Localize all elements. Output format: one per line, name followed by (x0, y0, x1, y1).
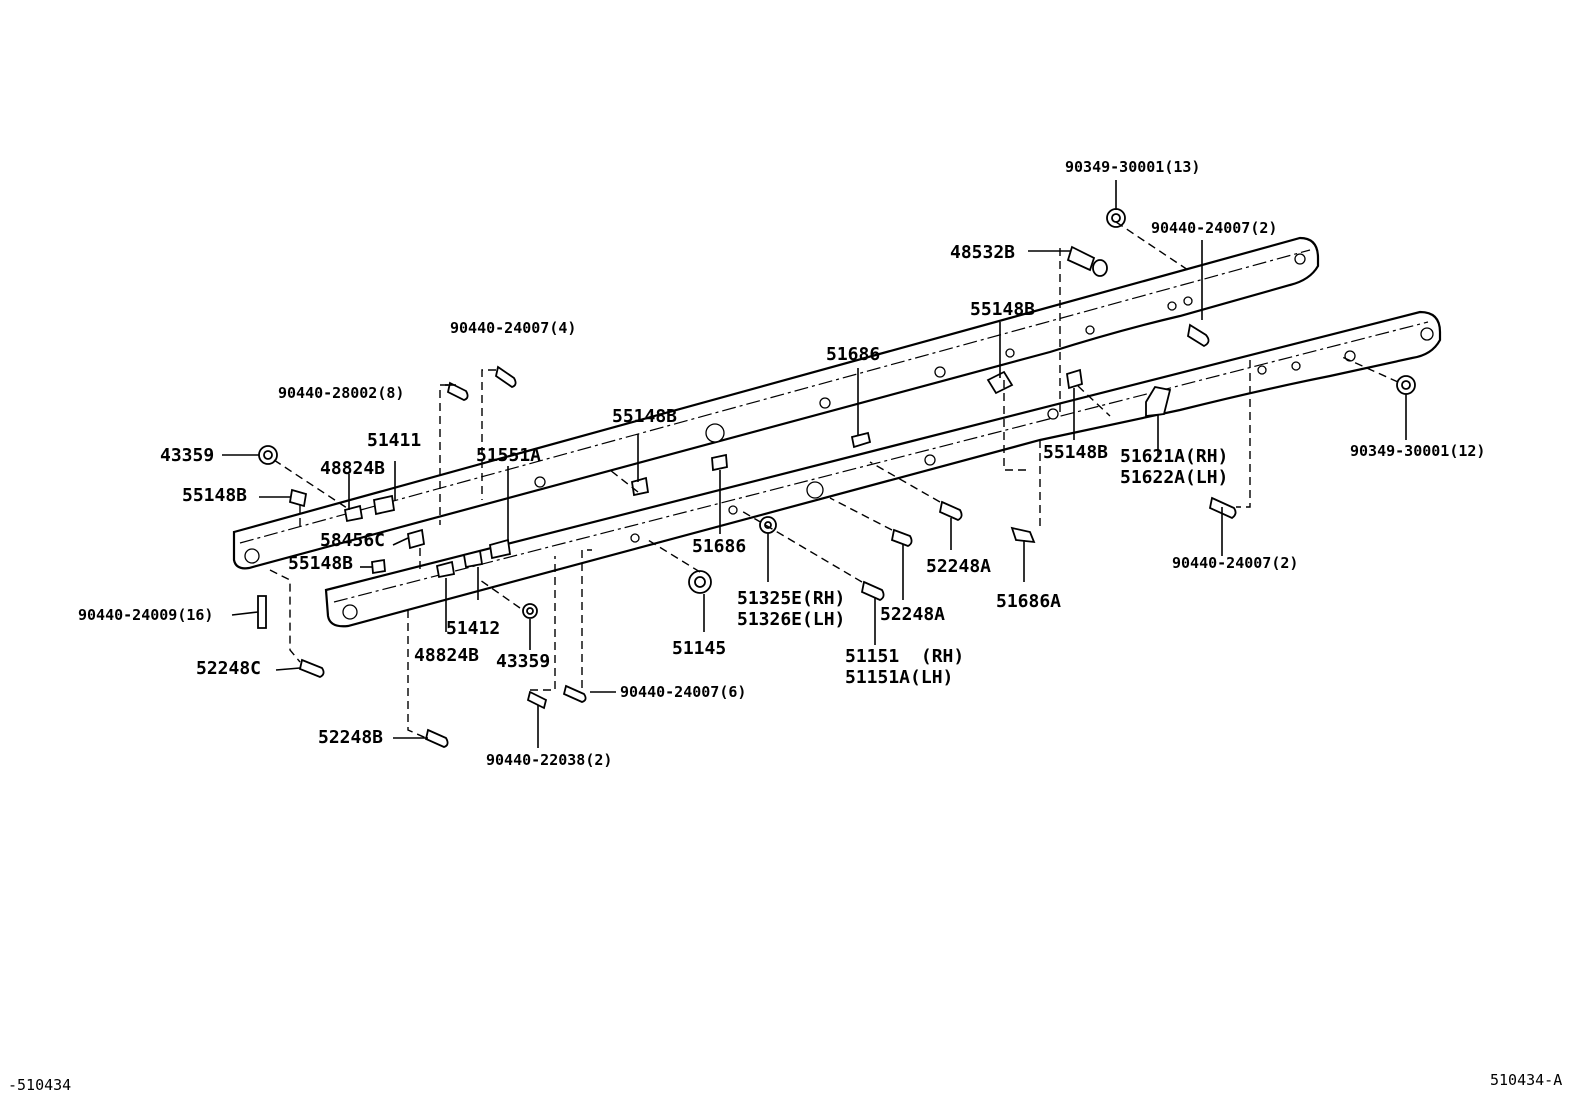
part-labels: 90349-30001(13) 90440-24007(2) 48532B 55… (78, 158, 1485, 769)
part-bracket-51621a (1145, 385, 1172, 418)
part-clip-51686-mid (711, 453, 728, 472)
part-rivet-52248a-b (890, 528, 913, 547)
part-clip-55148b-right (1066, 368, 1083, 390)
part-clip-55148b-mid (630, 476, 650, 497)
part-rivet-22038 (526, 690, 548, 710)
part-bracket-48824b-lower (435, 560, 456, 579)
assembly-dashed-lines (269, 221, 1399, 739)
label-51621a-rh: 51621A(RH) (1120, 446, 1228, 467)
part-grommet-51145 (688, 570, 712, 594)
label-55148b-top: 55148B (970, 299, 1035, 320)
label-90440-28002-8: 90440-28002(8) (278, 384, 404, 402)
part-rivet-top-right (1187, 323, 1210, 348)
part-bracket-51686a (1010, 526, 1036, 544)
part-bracket-51686-center (850, 431, 872, 449)
label-51686a: 51686A (996, 591, 1061, 612)
label-90440-24007-6: 90440-24007(6) (620, 683, 746, 701)
label-55148b-left: 55148B (182, 485, 247, 506)
part-nut-43359-lower (522, 603, 538, 619)
part-clip-55148b-low-left (371, 558, 386, 575)
label-51145: 51145 (672, 638, 726, 659)
label-51151a-lh: 51151A(LH) (845, 667, 953, 688)
part-rivet-52248b (424, 728, 449, 748)
part-rivet-upper-left (446, 381, 469, 401)
label-90440-24007-2-lower: 90440-24007(2) (1172, 554, 1298, 572)
label-51686-top: 51686 (826, 344, 880, 365)
label-48824b-lower: 48824B (414, 645, 479, 666)
label-52248b: 52248B (318, 727, 383, 748)
label-48824b-upper: 48824B (320, 458, 385, 479)
part-nut-top (1106, 208, 1126, 228)
corner-ref-right: 510434-A (1490, 1071, 1562, 1089)
label-51326e-lh: 51326E(LH) (737, 609, 845, 630)
label-51325e-rh: 51325E(RH) (737, 588, 845, 609)
part-clip-55148b-left (288, 488, 308, 508)
part-rivet-right-lower (1208, 496, 1237, 520)
part-bracket-51551a (488, 538, 512, 560)
part-bracket-51411 (372, 494, 396, 516)
label-55148b-low-left: 55148B (288, 553, 353, 574)
part-rivet-52248c (298, 658, 325, 678)
label-51411: 51411 (367, 430, 421, 451)
part-bolt-48532b (1066, 245, 1108, 277)
label-52248c: 52248C (196, 658, 261, 679)
part-bracket-58456c (406, 528, 426, 550)
label-90440-24007-2-top: 90440-24007(2) (1151, 219, 1277, 237)
label-51151-rh: 51151 (RH) (845, 646, 964, 667)
leader-lines (222, 180, 1407, 748)
label-51686-mid: 51686 (692, 536, 746, 557)
frame-rail-rear (232, 236, 1320, 570)
label-90349-30001-13: 90349-30001(13) (1065, 158, 1200, 176)
label-55148b-right: 55148B (1043, 442, 1108, 463)
part-nut-43359-left (258, 445, 278, 465)
part-rivet-24009 (257, 595, 267, 629)
label-51412: 51412 (446, 618, 500, 639)
part-nut-right (1396, 375, 1416, 395)
label-58456c: 58456C (320, 530, 385, 551)
label-55148b-mid: 55148B (612, 406, 677, 427)
part-rivet-24007-6 (562, 684, 587, 703)
label-48532b: 48532B (950, 242, 1015, 263)
label-90349-30001-12: 90349-30001(12) (1350, 442, 1485, 460)
label-51622a-lh: 51622A(LH) (1120, 467, 1228, 488)
part-rivet-51151 (860, 580, 885, 601)
part-rivet-52248a-a (938, 500, 963, 521)
label-52248a-b: 52248A (880, 604, 945, 625)
label-51551a: 51551A (476, 445, 541, 466)
label-43359-lower: 43359 (496, 651, 550, 672)
label-90440-22038-2: 90440-22038(2) (486, 751, 612, 769)
label-90440-24007-4: 90440-24007(4) (450, 319, 576, 337)
part-rivet-upper-left-2 (494, 365, 517, 388)
label-52248a-a: 52248A (926, 556, 991, 577)
label-90440-24009-16: 90440-24009(16) (78, 606, 213, 624)
corner-ref-left: -510434 (8, 1076, 71, 1094)
label-43359-upper: 43359 (160, 445, 214, 466)
part-bracket-55148b-top (986, 370, 1014, 395)
part-grommet-51325e (759, 516, 777, 534)
part-bracket-51412 (462, 549, 484, 569)
